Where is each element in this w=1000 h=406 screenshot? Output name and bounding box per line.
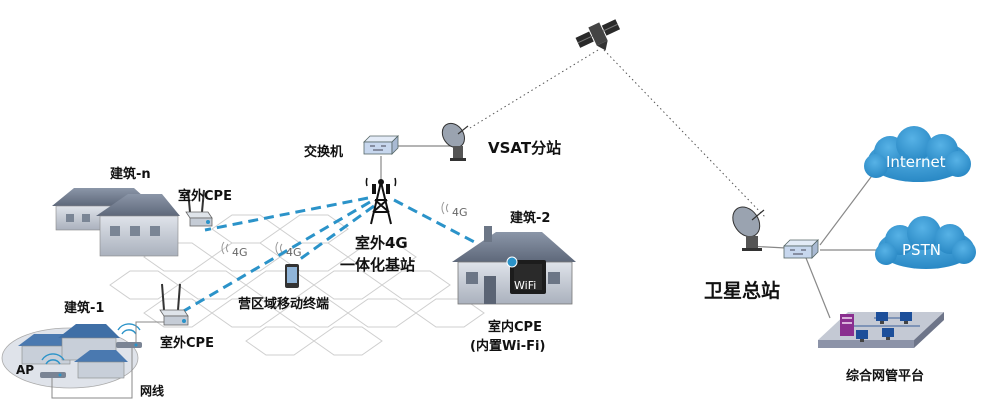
cloud-internet [864,126,971,182]
switch-left-label: 交换机 [304,144,343,160]
computer-icon [882,328,894,340]
network-cable-label: 网线 [140,383,164,398]
dish-antenna-icon [732,206,765,251]
cpe-device-icon [506,256,546,294]
signal-tag-1: 4G [452,206,468,219]
ap-device-icon [40,372,66,378]
tower-icon [365,177,397,225]
outdoor-cpe-top-label: 室外CPE [178,188,232,204]
building-n-label: 建筑-n [110,166,151,182]
cpe-device-icon [185,189,213,227]
wifi-box-label: WiFi [514,279,536,292]
base-station-label-1: 室外4G [355,234,408,252]
ap-device-icon [116,342,142,348]
mobile-terminal-label: 营区域移动终端 [238,296,329,312]
server-icon [840,314,854,336]
satellite-icon [575,19,621,51]
ap-label: AP [16,363,34,377]
vsat-station-label: VSAT分站 [488,139,561,157]
wifi-signal-icon [41,323,141,365]
cloud-pstn [875,216,976,269]
cloud-internet-label: Internet [886,153,946,171]
dish-antenna-icon [441,122,469,161]
indoor-cpe-label-1: 室内CPE [488,319,542,335]
cpe-device-icon [159,283,189,326]
computer-icon [856,330,868,342]
house-icon [52,188,180,257]
phone-icon [285,264,299,288]
computer-icon [900,312,912,324]
management-platform-label: 综合网管平台 [846,368,924,384]
network-cable-lines [51,321,164,399]
switch-icon [783,239,819,259]
wifi-signal-icon [221,201,449,255]
building-1-label: 建筑-1 [64,300,104,316]
base-station-label-2: 一体化基站 [340,256,415,274]
switch-icon [363,135,399,155]
signal-tag-3: 4G [232,246,248,259]
satellite-links [469,49,767,219]
building-2-label: 建筑-2 [510,210,550,226]
outdoor-cpe-bottom-label: 室外CPE [160,335,214,351]
cloud-pstn-label: PSTN [902,241,941,259]
indoor-cpe-label-2: (内置Wi-Fi) [470,338,545,354]
satellite-master-label: 卫星总站 [704,279,780,302]
signal-tag-2: 4G [286,246,302,259]
house-icon [1,324,139,389]
computer-icon [876,312,888,324]
